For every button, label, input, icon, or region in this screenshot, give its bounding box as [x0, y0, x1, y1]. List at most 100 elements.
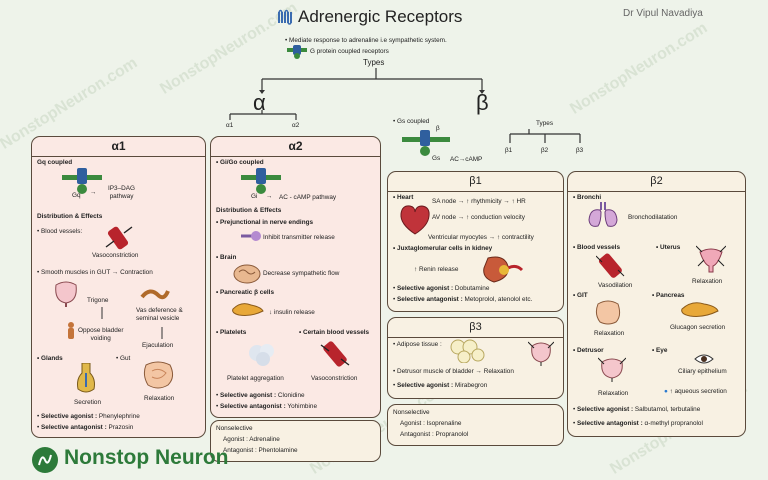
bladder-icon [597, 356, 627, 387]
beta2-panel: β2 • Bronchi Bronchodilatation • Blood v… [567, 171, 746, 437]
nonselective-alpha-antagonist: Antagonist : Phentolamine [223, 447, 298, 454]
beta1-ventricular: Ventricular myocytes → ↑ contractility [428, 234, 534, 241]
alpha2-inhibit-release: Inhibit transmitter release [263, 234, 335, 241]
uterus-icon [695, 244, 727, 279]
alpha2-subtype: α2 [292, 122, 300, 129]
beta2-bronchodilatation: Bronchodilatation [628, 214, 678, 221]
beta3-panel: β3 • Adipose tissue : • Detrusor muscle … [387, 317, 564, 399]
alpha2-panel: α2 • Gi/Go coupled Gi → AC - cAMP pathwa… [210, 136, 381, 418]
eye-icon [694, 352, 714, 370]
adipose-icon [450, 339, 486, 368]
beta2-subtype: β2 [541, 147, 549, 154]
alpha1-glands: • Glands [37, 355, 63, 362]
beta1-subtype: β1 [505, 147, 513, 154]
beta2-antagonist: • Selective antagonist : α-methyl propra… [573, 420, 703, 427]
beta1-agonist: • Selective agonist : Dobutamine [393, 285, 490, 292]
nonselective-alpha-heading: Nonselective [216, 425, 253, 432]
alpha2-insulin: ↓ insulin release [269, 309, 315, 316]
alpha1-dist-heading: Distribution & Effects [37, 213, 103, 220]
beta2-blood-vessels: • Blood vessels [573, 244, 620, 251]
beta-coupling: • Gs coupled [393, 118, 430, 125]
beta3-title: β3 [388, 318, 563, 338]
alpha1-blood-vessels: • Blood vessels: [37, 228, 83, 235]
gland-icon [74, 362, 98, 400]
nonselective-alpha-panel: Nonselective Agonist : Adrenaline Antago… [210, 420, 381, 462]
nonselective-beta-heading: Nonselective [393, 409, 430, 416]
beta2-git: • GIT [573, 292, 588, 299]
alpha1-antagonist: • Selective antagonist : Prazosin [37, 424, 134, 431]
platelet-icon [247, 341, 277, 372]
beta2-title: β2 [568, 172, 745, 192]
alpha1-oppose-voiding: Oppose bladder voiding [78, 327, 124, 342]
beta1-av-node: AV node → ↑ conduction velocity [432, 214, 525, 221]
arrow-icon: → [90, 189, 97, 196]
heart-icon [398, 202, 432, 241]
beta-g-label: Gs [432, 155, 441, 162]
alpha-symbol: α [253, 90, 266, 115]
beta2-eye: • Eye [652, 347, 668, 354]
beta3-detrusor: • Detrusor muscle of bladder → Relaxatio… [393, 368, 514, 375]
alpha2-antagonist: • Selective antagonist : Yohimbine [216, 403, 317, 410]
alpha1-subtype: α1 [226, 122, 234, 129]
alpha1-agonist: • Selective agonist : Phenylephrine [37, 413, 140, 420]
types-label: Types [363, 58, 385, 67]
alpha1-title: α1 [32, 137, 205, 157]
beta1-title: β1 [388, 172, 563, 192]
person-icon [66, 322, 76, 345]
intro-line-2: G protein coupled receptors [310, 48, 389, 55]
alpha1-panel: α1 Gq coupled Gq → IP3–DAG pathway Distr… [31, 136, 206, 438]
alpha1-ejaculation: Ejaculation [142, 342, 174, 349]
alpha1-arrows [101, 307, 163, 339]
gut-icon [142, 359, 176, 396]
beta2-aqueous: ● ↑ aqueous secretion [664, 388, 727, 395]
blood-vessel-icon [595, 252, 626, 285]
lungs-icon [586, 200, 620, 235]
beta2-detrusor-relaxation: Relaxation [598, 390, 629, 397]
alpha1-vasoconstriction: Vasoconstriction [92, 252, 139, 259]
alpha2-pancreatic: • Pancreatic β cells [216, 289, 275, 296]
nonselective-beta-antagonist: Antagonist : Propranolol [400, 431, 469, 438]
bladder-icon [527, 340, 555, 371]
beta2-ciliary: Ciliary epithelium [678, 368, 727, 375]
beta1-renin: ↑ Renin release [414, 266, 459, 273]
beta2-bronchi: • Bronchi [573, 194, 602, 201]
bladder-icon [52, 281, 80, 312]
beta-types-label: Types [536, 120, 554, 127]
alpha1-smooth-muscle: • Smooth muscles in GUT → Contraction [37, 269, 153, 276]
nerve-ending-icon [241, 229, 263, 248]
alpha1-pathway: IP3–DAG pathway [108, 185, 135, 200]
beta2-agonist: • Selective agonist : Salbutamol, terbut… [573, 406, 701, 413]
gq-label: Gq [72, 192, 81, 199]
alpha2-vasoconstriction: Vasoconstriction [311, 375, 358, 382]
brain-icon [233, 264, 261, 289]
alpha2-decrease-flow: Decrease sympathetic flow [263, 270, 340, 277]
alpha1-gut: • Gut [116, 355, 131, 362]
gpcr-icon [285, 45, 309, 64]
nonselective-beta-panel: Nonselective Agonist : Isoprenaline Anta… [387, 404, 564, 446]
alpha1-trigone: Trigone [87, 297, 109, 304]
beta2-detrusor: • Detrusor [573, 347, 604, 354]
beta3-adipose: • Adipose tissue : [393, 341, 442, 348]
gs-receptor-icon [402, 127, 452, 166]
gq-receptor-icon [62, 167, 102, 200]
beta1-sa-node: SA node → ↑ rhythmicity → ↑ HR [432, 198, 526, 205]
beta-receptor-label: β [436, 125, 440, 132]
alpha2-platelet-aggregation: Platelet aggregation [227, 375, 284, 382]
beta2-git-relaxation: Relaxation [594, 330, 625, 337]
beta2-glucagon: Glucagon secretion [670, 324, 726, 331]
nonselective-alpha-agonist: Agonist : Adrenaline [223, 436, 280, 443]
alpha1-vas-deferens: Vas deference & seminal vesicle [136, 307, 183, 322]
beta-symbol: β [476, 90, 489, 115]
blood-vessel-icon [104, 225, 134, 256]
alpha2-certain-vessels: • Certain blood vessels [299, 329, 370, 336]
beta2-uterus: • Uterus [656, 244, 681, 251]
page-title: Adrenergic Receptors [298, 7, 463, 26]
vas-deferens-icon [140, 287, 170, 308]
beta3-agonist: • Selective agonist : Mirabegron [393, 382, 488, 389]
author: Dr Vipul Navadiya [623, 8, 703, 19]
alpha2-coupling: • Gi/Go coupled [216, 159, 264, 166]
alpha1-coupling: Gq coupled [37, 159, 73, 166]
alpha2-agonist: • Selective agonist : Clonidine [216, 392, 305, 399]
kidney-icon [480, 254, 524, 291]
